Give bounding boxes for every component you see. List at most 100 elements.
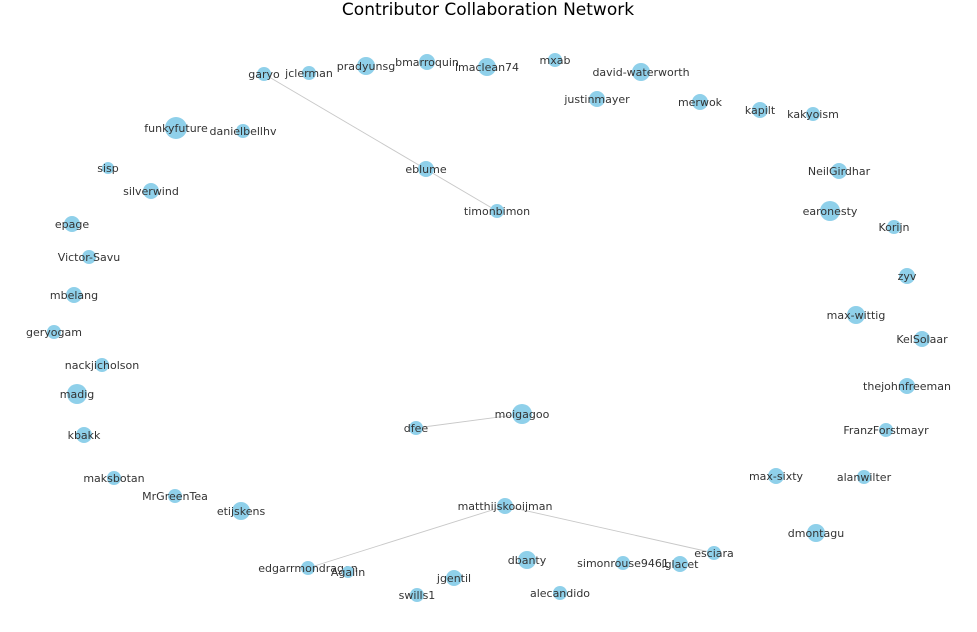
- node-circle[interactable]: [257, 67, 271, 81]
- node-lmaclean74[interactable]: lmaclean74: [455, 58, 519, 76]
- node-merwok[interactable]: merwok: [678, 94, 723, 110]
- node-Korijn[interactable]: Korijn: [878, 220, 910, 234]
- node-circle[interactable]: [409, 421, 423, 435]
- node-dmontagu[interactable]: dmontagu: [788, 524, 844, 542]
- node-kbakk[interactable]: kbakk: [68, 427, 101, 443]
- node-circle[interactable]: [857, 470, 871, 484]
- node-mbelang[interactable]: mbelang: [50, 287, 98, 303]
- node-max-sixty[interactable]: max-sixty: [749, 468, 804, 484]
- node-circle[interactable]: [47, 325, 61, 339]
- node-edgarrmondragon[interactable]: edgarrmondragon: [258, 561, 358, 575]
- node-dfee[interactable]: dfee: [404, 421, 429, 435]
- node-MrGreenTea[interactable]: MrGreenTea: [142, 489, 208, 503]
- node-silverwind[interactable]: silverwind: [123, 183, 179, 199]
- node-epage[interactable]: epage: [55, 216, 89, 232]
- node-KelSolaar[interactable]: KelSolaar: [896, 331, 948, 347]
- node-Victor-Savu[interactable]: Victor-Savu: [58, 250, 120, 264]
- node-circle[interactable]: [589, 91, 605, 107]
- node-circle[interactable]: [143, 183, 159, 199]
- node-dbanty[interactable]: dbanty: [508, 551, 547, 569]
- node-garyo[interactable]: garyo: [248, 67, 280, 81]
- node-madig[interactable]: madig: [60, 384, 94, 404]
- node-circle[interactable]: [768, 468, 784, 484]
- node-earonesty[interactable]: earonesty: [803, 201, 858, 221]
- node-circle[interactable]: [879, 423, 893, 437]
- node-jclerman[interactable]: jclerman: [284, 66, 333, 80]
- node-circle[interactable]: [64, 216, 80, 232]
- node-kakyoism[interactable]: kakyoism: [787, 107, 839, 121]
- node-circle[interactable]: [418, 161, 434, 177]
- node-circle[interactable]: [446, 570, 462, 586]
- node-circle[interactable]: [76, 427, 92, 443]
- node-circle[interactable]: [168, 489, 182, 503]
- node-FranzForstmayr[interactable]: FranzForstmayr: [843, 423, 929, 437]
- node-moigagoo[interactable]: moigagoo: [495, 404, 550, 424]
- node-circle[interactable]: [807, 524, 825, 542]
- node-circle[interactable]: [67, 384, 87, 404]
- node-esciara[interactable]: esciara: [694, 546, 734, 560]
- node-simonrouse9461[interactable]: simonrouse9461: [577, 556, 669, 570]
- node-circle[interactable]: [419, 54, 435, 70]
- node-circle[interactable]: [102, 162, 114, 174]
- node-kapilt[interactable]: kapilt: [745, 102, 776, 118]
- node-circle[interactable]: [847, 306, 865, 324]
- node-circle[interactable]: [478, 58, 496, 76]
- node-circle[interactable]: [342, 566, 354, 578]
- node-sisp[interactable]: sisp: [97, 162, 119, 175]
- node-circle[interactable]: [497, 498, 513, 514]
- node-circle[interactable]: [301, 561, 315, 575]
- node-circle[interactable]: [553, 586, 567, 600]
- node-swills1[interactable]: swills1: [399, 588, 436, 602]
- node-circle[interactable]: [899, 378, 915, 394]
- node-circle[interactable]: [490, 204, 504, 218]
- node-lglacet[interactable]: lglacet: [662, 556, 700, 572]
- node-circle[interactable]: [107, 471, 121, 485]
- node-circle[interactable]: [806, 107, 820, 121]
- node-circle[interactable]: [518, 551, 536, 569]
- node-circle[interactable]: [232, 502, 250, 520]
- node-circle[interactable]: [548, 53, 562, 67]
- node-circle[interactable]: [692, 94, 708, 110]
- node-circle[interactable]: [820, 201, 840, 221]
- node-thejohnfreeman[interactable]: thejohnfreeman: [863, 378, 951, 394]
- node-circle[interactable]: [236, 124, 250, 138]
- node-circle[interactable]: [66, 287, 82, 303]
- node-circle[interactable]: [512, 404, 532, 424]
- node-circle[interactable]: [95, 358, 109, 372]
- node-etijskens[interactable]: etijskens: [217, 502, 266, 520]
- node-circle[interactable]: [302, 66, 316, 80]
- node-funkyfuture[interactable]: funkyfuture: [144, 117, 208, 139]
- node-eblume[interactable]: eblume: [405, 161, 447, 177]
- node-circle[interactable]: [165, 117, 187, 139]
- node-danielbellhv[interactable]: danielbellhv: [210, 124, 277, 138]
- node-timonbimon[interactable]: timonbimon: [464, 204, 530, 218]
- node-circle[interactable]: [616, 556, 630, 570]
- node-circle[interactable]: [831, 163, 847, 179]
- node-circle[interactable]: [672, 556, 688, 572]
- node-circle[interactable]: [887, 220, 901, 234]
- node-mxab[interactable]: mxab: [540, 53, 571, 67]
- node-Agalin[interactable]: Agalin: [331, 566, 365, 579]
- node-circle[interactable]: [82, 250, 96, 264]
- node-justinmayer[interactable]: justinmayer: [563, 91, 630, 107]
- node-matthijskooijman[interactable]: matthijskooijman: [458, 498, 553, 514]
- node-geryogam[interactable]: geryogam: [26, 325, 82, 339]
- node-pradyunsg[interactable]: pradyunsg: [337, 57, 395, 75]
- node-maksbotan[interactable]: maksbotan: [83, 471, 145, 485]
- node-circle[interactable]: [707, 546, 721, 560]
- node-circle[interactable]: [899, 268, 915, 284]
- node-circle[interactable]: [632, 63, 650, 81]
- node-bmarroquin[interactable]: bmarroquin: [395, 54, 459, 70]
- node-zyv[interactable]: zyv: [898, 268, 917, 284]
- node-alanwilter[interactable]: alanwilter: [837, 470, 892, 484]
- node-david-waterworth[interactable]: david-waterworth: [592, 63, 690, 81]
- node-alecandido[interactable]: alecandido: [530, 586, 590, 600]
- node-NeilGirdhar[interactable]: NeilGirdhar: [808, 163, 871, 179]
- node-circle[interactable]: [914, 331, 930, 347]
- node-circle[interactable]: [752, 102, 768, 118]
- node-nackjicholson[interactable]: nackjicholson: [65, 358, 140, 372]
- node-jgentil[interactable]: jgentil: [436, 570, 471, 586]
- node-circle[interactable]: [410, 588, 424, 602]
- node-circle[interactable]: [357, 57, 375, 75]
- node-max-wittig[interactable]: max-wittig: [827, 306, 886, 324]
